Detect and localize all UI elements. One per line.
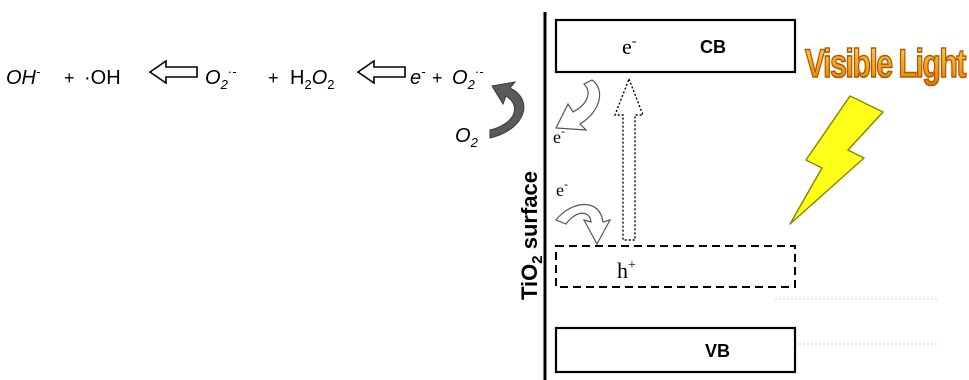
hole-trap-state: h+ — [555, 245, 796, 288]
surface-label: TiO2 surface — [517, 171, 546, 300]
valence-band: VB — [554, 326, 797, 374]
reaction-equation: OH- + ·OH O2·- + H2O2 e- + O2·- O2 — [6, 59, 525, 150]
tio2-surface: TiO2 surface — [517, 12, 547, 380]
superoxide-radical: O2·- — [205, 64, 237, 92]
transfer-electron-1: e- — [553, 124, 565, 147]
conduction-band: e- CB — [554, 18, 797, 74]
transfer-arrow-lower — [555, 204, 612, 246]
plus-sign-1: + — [64, 68, 75, 88]
hollow-arrow-left-1 — [148, 59, 198, 85]
cb-box — [554, 18, 797, 74]
electron-transfer-upper: e- — [553, 79, 601, 147]
excitation-arrow — [613, 77, 645, 241]
visible-light: Visible Light — [789, 41, 969, 225]
hollow-arrow-left-2 — [356, 59, 406, 85]
hydroxyl-radical: ·OH — [84, 67, 121, 89]
hydroxide-ion: OH- — [6, 64, 41, 89]
plus-sign-3: + — [432, 68, 443, 88]
hole-symbol: h+ — [617, 258, 636, 283]
hydrogen-peroxide: H2O2 — [290, 67, 334, 92]
curved-arrow-o2-reduction — [489, 81, 525, 139]
vb-label: VB — [705, 341, 730, 361]
oxygen-molecule: O2 — [455, 125, 479, 150]
vb-box — [554, 326, 797, 374]
trap-box — [555, 245, 796, 288]
plus-sign-2: + — [268, 68, 279, 88]
electron-reactant: e- — [410, 64, 426, 89]
transfer-electron-2: e- — [556, 177, 568, 200]
transfer-arrow-upper — [555, 79, 601, 131]
cb-electron: e- — [622, 34, 637, 59]
electron-transfer-lower: e- — [555, 177, 612, 246]
cb-label: CB — [700, 37, 726, 57]
superoxide-product: O2·- — [452, 64, 484, 92]
visible-light-label: Visible Light — [805, 42, 966, 86]
lightning-bolt-icon — [789, 95, 884, 225]
